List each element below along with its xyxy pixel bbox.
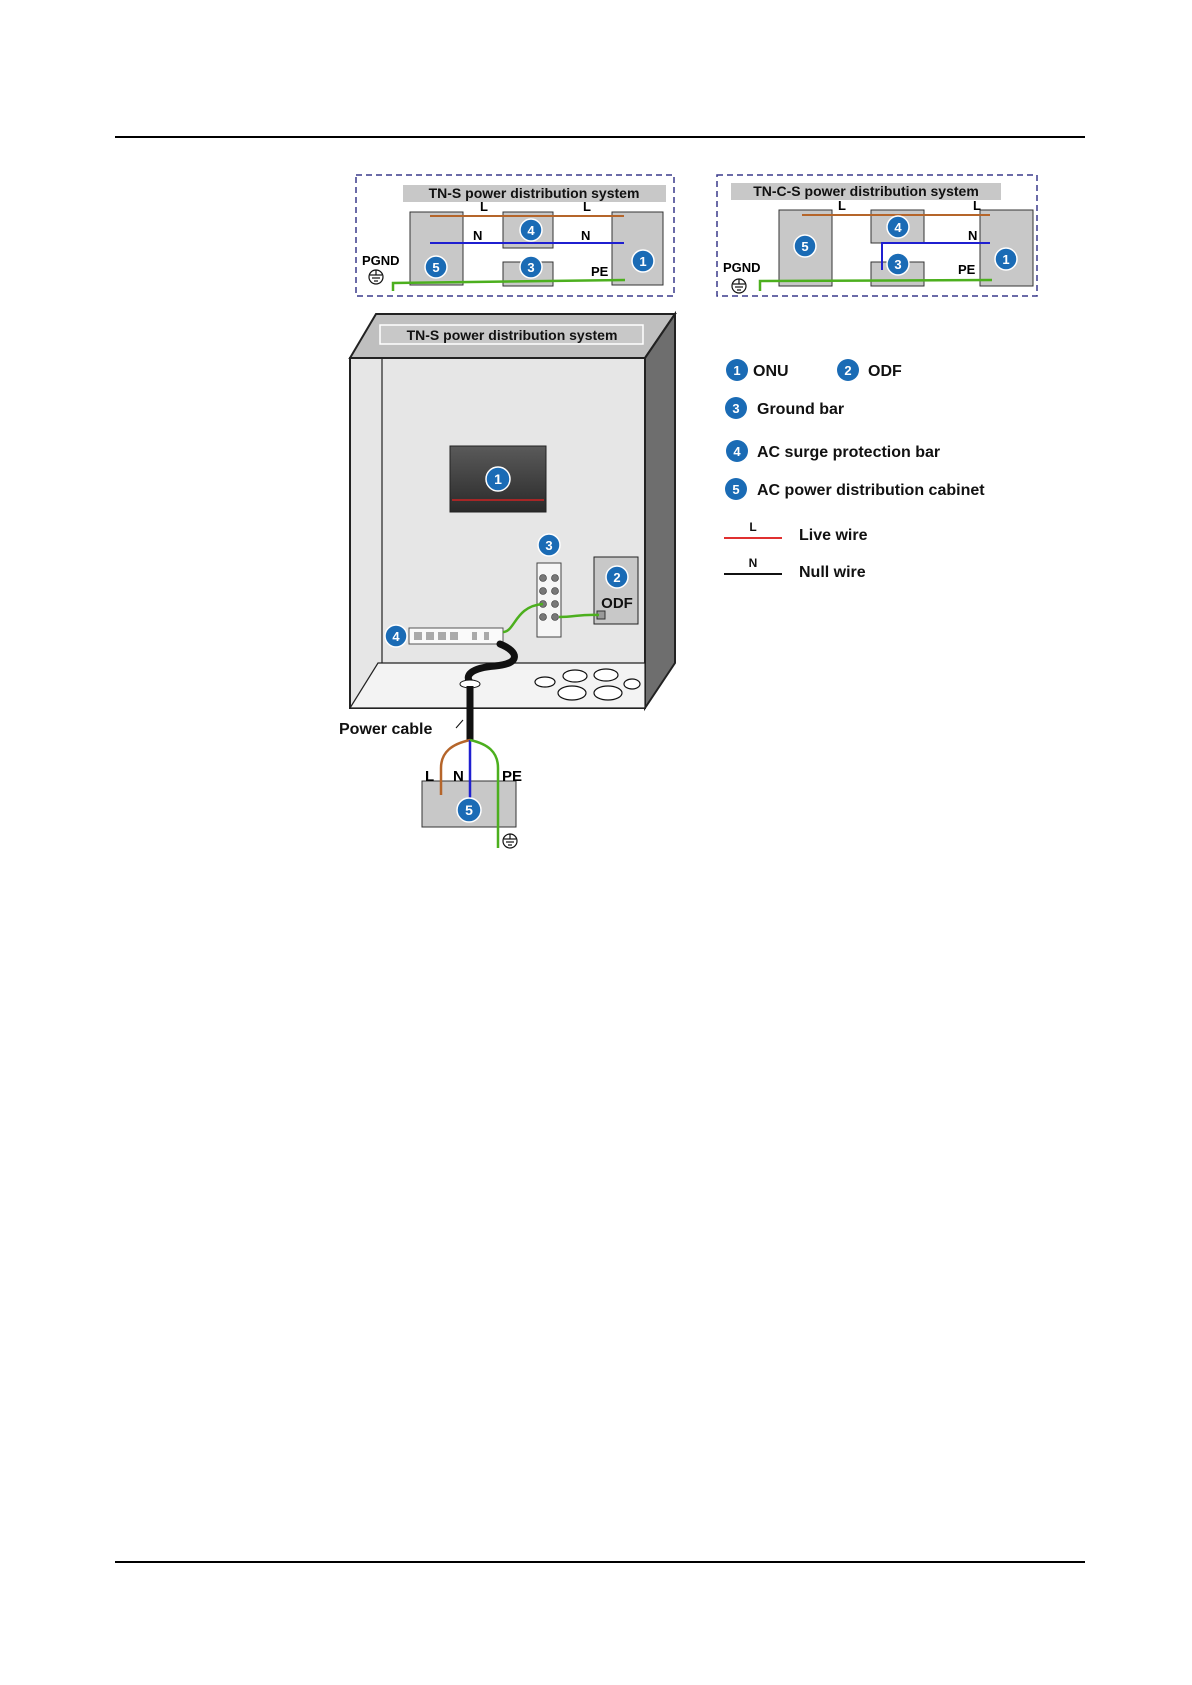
odf-label: ODF [601,595,633,612]
svg-text:4: 4 [392,629,400,644]
cab-marker-4: 4 [385,625,407,647]
ground-bar-device [537,563,561,637]
ground-icon [732,279,746,293]
cable-label-n: N [453,768,464,785]
svg-text:4: 4 [894,220,902,235]
tncs-marker-5: 5 [794,235,816,257]
ground-icon [503,834,517,848]
legend-ac-surge-text: AC surge protection bar [757,444,940,461]
cab-marker-1: 1 [486,467,510,491]
power-cable-label: Power cable [339,721,432,738]
legend-ground-bar-text: Ground bar [757,401,844,418]
legend-onu-text: ONU [753,363,789,380]
svg-text:1: 1 [639,254,646,269]
legend-item-ac-cabinet: 5 AC power distribution cabinet [725,478,985,500]
power-cable-leader [456,720,463,728]
svg-text:L: L [749,520,756,534]
legend-item-null-wire: N Null wire [724,556,866,581]
legend-ac-cabinet-text: AC power distribution cabinet [757,482,985,499]
ac-marker-5: 5 [457,798,481,822]
tncs-label-l2: L [973,198,981,213]
cab-marker-2: 2 [606,566,628,588]
tns-inset: TN-S power distribution system L L N N P… [356,175,674,296]
cable-label-l: L [425,768,434,785]
legend-item-ac-surge: 4 AC surge protection bar [726,440,940,462]
cabinet-title: TN-S power distribution system [407,327,618,343]
tns-label-pgnd: PGND [362,253,400,268]
svg-text:1: 1 [1002,252,1009,267]
tns-marker-1: 1 [632,250,654,272]
svg-text:5: 5 [732,482,739,497]
tncs-inset: TN-C-S power distribution system L L N P… [717,175,1037,296]
legend: 1 ONU 2 ODF 3 Ground bar 4 AC surge prot… [724,359,985,581]
tns-label-pe: PE [591,264,609,279]
svg-text:N: N [749,556,758,570]
cabinet-back [350,358,645,708]
tns-marker-5: 5 [425,256,447,278]
tns-marker-4: 4 [520,219,542,241]
ground-icon [369,270,383,284]
svg-text:1: 1 [494,471,502,487]
svg-text:5: 5 [465,802,473,818]
tns-label-n1: N [473,228,482,243]
svg-text:4: 4 [733,444,741,459]
tncs-marker-4: 4 [887,216,909,238]
tncs-marker-3: 3 [887,253,909,275]
tns-onu [612,212,663,285]
legend-odf-text: ODF [868,363,902,380]
tncs-title: TN-C-S power distribution system [753,183,979,199]
legend-item-onu: 1 ONU [726,359,789,381]
footer-rule [115,1561,1085,1563]
svg-text:3: 3 [894,257,901,272]
tns-label-n2: N [581,228,590,243]
svg-text:4: 4 [527,223,535,238]
tns-label-l2: L [583,199,591,214]
tncs-label-n: N [968,228,977,243]
external-supply: Power cable L N PE 5 [339,686,522,848]
cabinet-side [645,314,675,708]
legend-item-live-wire: L Live wire [724,520,868,544]
svg-text:1: 1 [733,363,740,378]
cabinet: TN-S power distribution system 1 ODF 2 3 [350,314,675,708]
svg-text:3: 3 [545,538,552,553]
svg-text:5: 5 [801,239,808,254]
tns-title: TN-S power distribution system [429,185,640,201]
cab-marker-3: 3 [538,534,560,556]
tns-label-l1: L [480,199,488,214]
tns-marker-3: 3 [520,256,542,278]
legend-null-text: Null wire [799,564,866,581]
tncs-marker-1: 1 [995,248,1017,270]
tncs-label-pe: PE [958,262,976,277]
svg-text:3: 3 [732,401,739,416]
legend-item-odf: 2 ODF [837,359,902,381]
svg-text:5: 5 [432,260,439,275]
legend-live-text: Live wire [799,527,868,544]
legend-item-ground-bar: 3 Ground bar [725,397,844,419]
tncs-label-pgnd: PGND [723,260,761,275]
svg-text:2: 2 [613,570,620,585]
tncs-label-l1: L [838,198,846,213]
cable-label-pe: PE [502,768,522,785]
svg-text:2: 2 [844,363,851,378]
svg-text:3: 3 [527,260,534,275]
